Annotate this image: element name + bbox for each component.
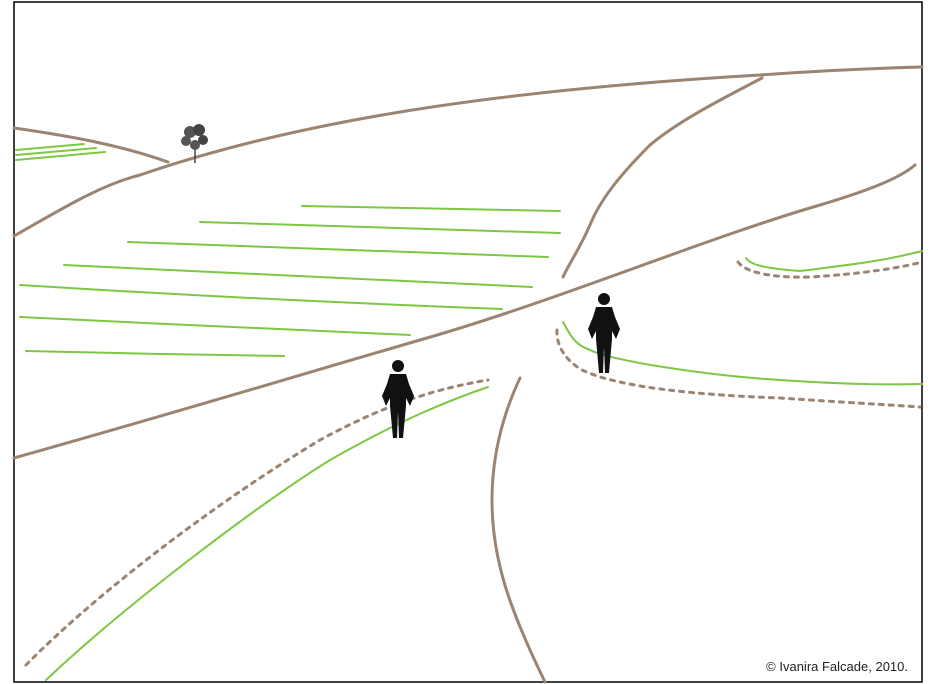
vine-row — [200, 222, 560, 233]
ridge-branch — [563, 78, 762, 277]
dotted-path — [738, 262, 922, 277]
ridge-road — [492, 378, 545, 682]
vine-row — [26, 351, 284, 356]
person-figure-right — [588, 293, 620, 373]
vine-rows — [16, 144, 922, 680]
vine-row — [302, 206, 560, 211]
vine-row — [20, 317, 410, 335]
ridge-top — [14, 67, 922, 236]
copyright-notice: © Ivanira Falcade, 2010. — [766, 659, 908, 674]
ridge-top-left — [14, 128, 168, 162]
vine-row — [64, 265, 532, 287]
image-border — [14, 2, 922, 682]
vine-row — [128, 242, 548, 257]
person-figure-left — [382, 360, 414, 438]
tree-icon — [181, 124, 208, 163]
dotted-path — [26, 380, 488, 665]
vine-row — [20, 285, 502, 309]
